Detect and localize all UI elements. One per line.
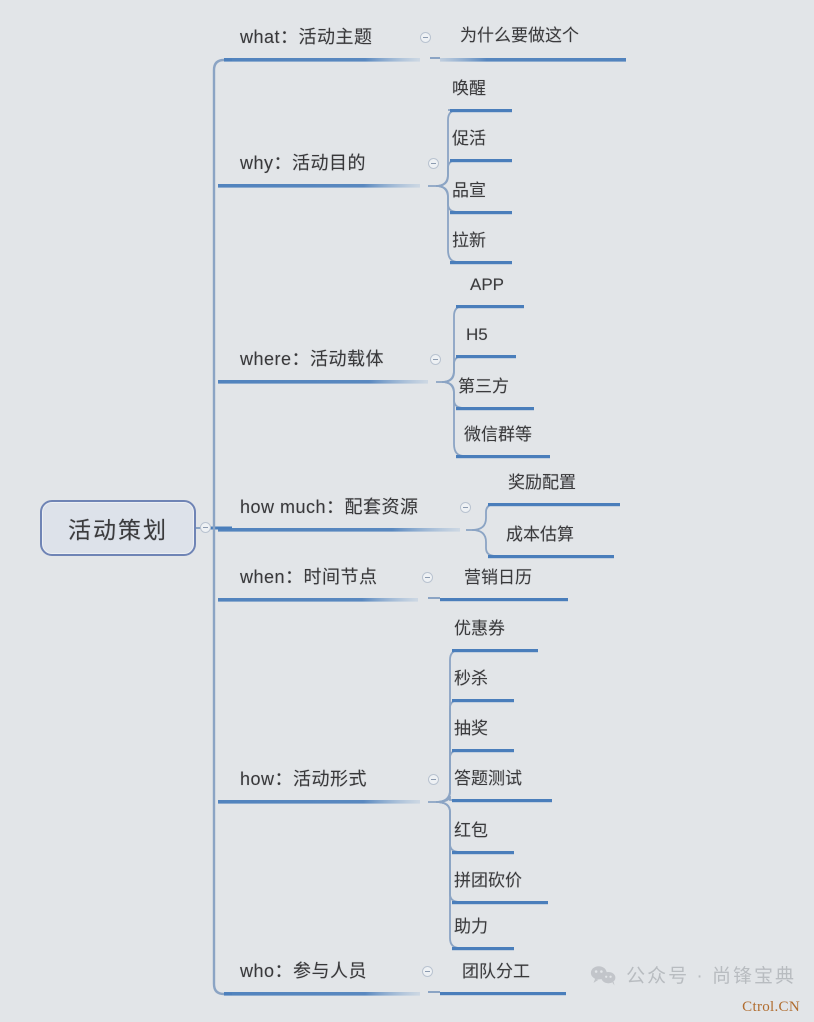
branch-node-where[interactable]: where：活动载体 (240, 349, 385, 369)
child-node-what-0[interactable]: 为什么要做这个 (460, 26, 579, 45)
toggle-how-much[interactable] (460, 502, 471, 513)
root-label: 活动策划 (68, 517, 168, 543)
child-node-why-1[interactable]: 促活 (452, 129, 486, 148)
toggle-what[interactable] (420, 32, 431, 43)
root-collapse-toggle[interactable] (200, 522, 211, 533)
toggle-who[interactable] (422, 966, 433, 977)
child-node-where-0[interactable]: APP (470, 275, 505, 294)
toggle-where[interactable] (430, 354, 441, 365)
child-node-who-0[interactable]: 团队分工 (462, 962, 530, 981)
toggle-why[interactable] (428, 158, 439, 169)
branch-node-how[interactable]: how：活动形式 (240, 769, 368, 789)
branch-node-what[interactable]: what：活动主题 (240, 27, 373, 47)
child-node-how-much-1[interactable]: 成本估算 (506, 525, 574, 544)
watermark-credit: Ctrol.CN (742, 999, 800, 1015)
child-node-how-0[interactable]: 优惠券 (454, 619, 505, 638)
toggle-when[interactable] (422, 572, 433, 583)
wechat-icon (590, 964, 618, 986)
child-node-how-6[interactable]: 助力 (454, 917, 488, 936)
child-node-when-0[interactable]: 营销日历 (464, 568, 532, 587)
child-node-how-much-0[interactable]: 奖励配置 (508, 473, 576, 492)
child-node-how-2[interactable]: 抽奖 (454, 719, 488, 738)
child-node-how-3[interactable]: 答题测试 (454, 769, 522, 788)
child-node-how-1[interactable]: 秒杀 (454, 669, 488, 688)
child-node-where-3[interactable]: 微信群等 (464, 425, 532, 444)
watermark-text: 公众号 · 尚锋宝典 (626, 966, 796, 987)
toggle-how[interactable] (428, 774, 439, 785)
child-node-why-3[interactable]: 拉新 (452, 231, 486, 250)
branch-node-why[interactable]: why：活动目的 (240, 153, 367, 173)
child-node-how-5[interactable]: 拼团砍价 (454, 871, 522, 890)
root-node[interactable]: 活动策划 (40, 500, 196, 556)
child-node-why-2[interactable]: 品宣 (452, 181, 486, 200)
branch-node-who[interactable]: who：参与人员 (240, 961, 368, 981)
child-node-where-1[interactable]: H5 (466, 325, 488, 344)
branch-node-how-much[interactable]: how much：配套资源 (240, 497, 419, 517)
child-node-how-4[interactable]: 红包 (454, 821, 488, 840)
branch-node-when[interactable]: when：时间节点 (240, 567, 378, 587)
watermark: 公众号 · 尚锋宝典 (590, 961, 796, 988)
child-node-where-2[interactable]: 第三方 (458, 377, 509, 396)
child-node-why-0[interactable]: 唤醒 (452, 79, 486, 98)
